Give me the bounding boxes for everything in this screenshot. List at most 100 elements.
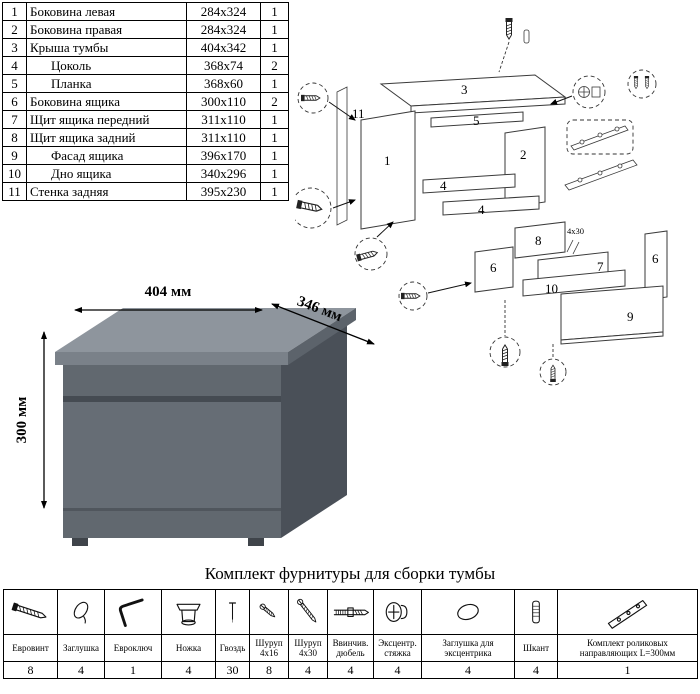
nail-icon: [228, 602, 237, 623]
hardware-name: Гвоздь: [215, 634, 250, 662]
part-name: Стенка задняя: [26, 182, 187, 201]
exploded-diagram: 11 1 3 5 2 4 4: [295, 17, 668, 386]
part-number: 10: [2, 164, 27, 183]
part-number: 3: [2, 38, 27, 57]
hardware-table: Евровинт Заглушка Евроключ Ножка Гвоздь …: [3, 589, 698, 679]
hardware-qty: 4: [421, 661, 515, 679]
hardware-name: Заглушка: [57, 634, 105, 662]
hardware-name: Ввинчив. дюбель: [327, 634, 374, 662]
parts-table: 1 Боковина левая 284x324 1 2 Боковина пр…: [2, 2, 289, 201]
part-name: Боковина правая: [26, 20, 187, 39]
diagram-label-9: 9: [627, 309, 634, 324]
part-number: 7: [2, 110, 27, 129]
part-qty: 1: [260, 74, 289, 93]
part-size: 284x324: [186, 20, 261, 39]
hardware-qty: 1: [104, 661, 162, 679]
parts-row: 8 Щит ящика задний 311x110 1: [2, 128, 289, 147]
part-size: 404x342: [186, 38, 261, 57]
part-size: 311x110: [186, 110, 261, 129]
screw-size-note: 4x30: [567, 226, 584, 236]
hardware-qty: 4: [288, 661, 328, 679]
part-size: 395x230: [186, 182, 261, 201]
parts-row: 11 Стенка задняя 395x230 1: [2, 182, 289, 201]
foot-icon: [176, 603, 201, 626]
height-dimension-label: 300 мм: [14, 397, 30, 444]
carcass-group: 11 1 3 5 2 4 4: [336, 17, 567, 230]
part-qty: 1: [260, 164, 289, 183]
parts-row: 7 Щит ящика передний 311x110 1: [2, 110, 289, 129]
part-qty: 1: [260, 38, 289, 57]
part-name: Цоколь: [26, 56, 187, 75]
part-qty: 1: [260, 20, 289, 39]
hardware-name: Шкант: [514, 634, 558, 662]
euro-screw-icon: [11, 602, 47, 619]
part-number: 1: [2, 2, 27, 21]
part-qty: 2: [260, 56, 289, 75]
diagram-label-1: 1: [384, 153, 391, 168]
part-qty: 1: [260, 146, 289, 165]
part-qty: 2: [260, 92, 289, 111]
parts-row: 4 Цоколь 368x74 2: [2, 56, 289, 75]
diagram-label-6: 6: [490, 260, 497, 275]
part-qty: 1: [260, 110, 289, 129]
parts-row: 6 Боковина ящика 300x110 2: [2, 92, 289, 111]
hardware-qty-row: 8 4 1 4 30 8 4 4 4 4 4 1: [3, 661, 698, 679]
part-number: 4: [2, 56, 27, 75]
diagram-label-5: 5: [473, 113, 480, 128]
part-size: 368x60: [186, 74, 261, 93]
cam-lock-icon: [385, 602, 408, 622]
diagram-label-3: 3: [461, 82, 468, 97]
hardware-name: Ножка: [161, 634, 216, 662]
diagram-label-10: 10: [545, 281, 558, 296]
hardware-qty: 1: [557, 661, 698, 679]
part-size: 368x74: [186, 56, 261, 75]
drawer-group: 8 6 7 6 10 9 4x30: [398, 221, 668, 386]
part-number: 11: [2, 182, 27, 201]
parts-row: 10 Дно ящика 340x296 1: [2, 164, 289, 183]
hardware-qty: 4: [514, 661, 558, 679]
hardware-qty: 30: [215, 661, 250, 679]
part-name: Боковина ящика: [26, 92, 187, 111]
hardware-names-row: Евровинт Заглушка Евроключ Ножка Гвоздь …: [3, 634, 698, 662]
hardware-qty: 8: [3, 661, 58, 679]
hardware-name: Комплект роликовых направляющих L=300мм: [557, 634, 698, 662]
cabinet-render: 404 мм 346 мм 300 мм: [14, 284, 375, 546]
hardware-name: Заглушка для эксцентрика: [421, 634, 515, 662]
diagram-label-7: 7: [597, 259, 604, 274]
hardware-name: Шуруп 4x30: [288, 634, 328, 662]
screw-dowel-icon: [333, 607, 369, 618]
part-number: 2: [2, 20, 27, 39]
wood-dowel-icon: [532, 600, 540, 624]
parts-row: 9 Фасад ящика 396x170 1: [2, 146, 289, 165]
part-number: 5: [2, 74, 27, 93]
part-name: Дно ящика: [26, 164, 187, 183]
width-dimension-label: 404 мм: [145, 284, 192, 300]
fastener-callouts: [295, 69, 657, 271]
diagram-label-2: 2: [520, 147, 527, 162]
hex-key-icon: [118, 598, 144, 627]
parts-row: 5 Планка 368x60 1: [2, 74, 289, 93]
hardware-qty: 4: [327, 661, 374, 679]
part-qty: 1: [260, 128, 289, 147]
screw-4x30-icon: [297, 598, 317, 623]
part-number: 6: [2, 92, 27, 111]
hardware-qty: 4: [57, 661, 105, 679]
part-name: Крыша тумбы: [26, 38, 187, 57]
part-size: 284x324: [186, 2, 261, 21]
part-name: Щит ящика передний: [26, 110, 187, 129]
screw-4x16-icon: [259, 603, 276, 618]
part-size: 311x110: [186, 128, 261, 147]
cam-cap-icon: [457, 603, 479, 621]
parts-row: 2 Боковина правая 284x324 1: [2, 20, 289, 39]
hardware-name: Евроключ: [104, 634, 162, 662]
diagram-label-8: 8: [535, 233, 542, 248]
hardware-qty: 4: [373, 661, 422, 679]
drawer-slides-icon: [607, 599, 648, 629]
cap-icon: [73, 601, 89, 624]
part-size: 396x170: [186, 146, 261, 165]
part-name: Фасад ящика: [26, 146, 187, 165]
parts-row: 3 Крыша тумбы 404x342 1: [2, 38, 289, 57]
hardware-name: Шуруп 4x16: [249, 634, 289, 662]
cabinet-image: [55, 308, 356, 546]
